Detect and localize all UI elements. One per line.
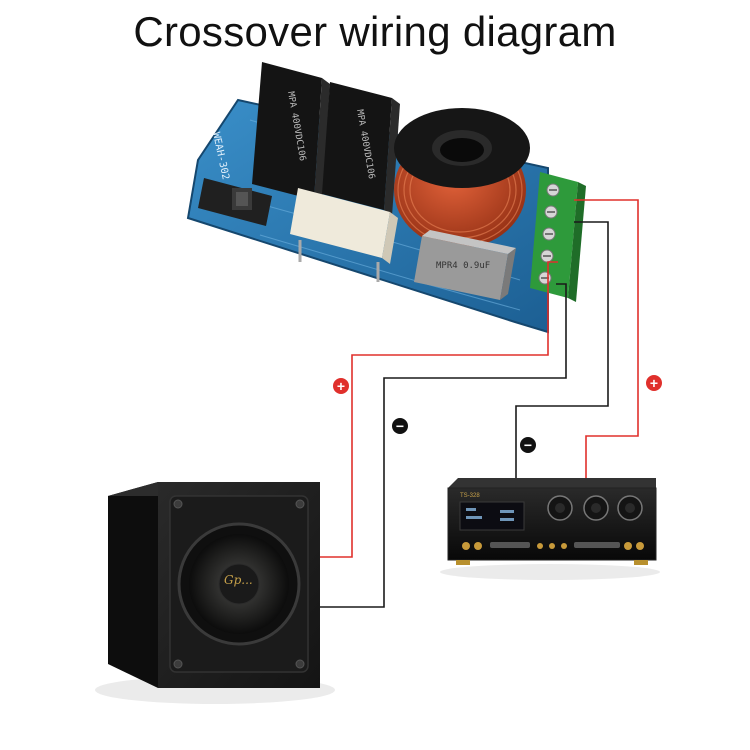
diagram-title: Crossover wiring diagram xyxy=(133,8,617,55)
speaker-screws xyxy=(173,499,305,669)
relay-right: MPA 400VDC106 xyxy=(322,82,400,216)
amp-knobs xyxy=(547,495,643,521)
speaker-negative-marker: − xyxy=(392,418,408,434)
speaker-negative-sign: − xyxy=(396,418,404,434)
crossover-board: WEAH-302 MPA 400VDC106 MPA 400VDC106 xyxy=(186,62,586,334)
amplifier: TS-328 xyxy=(440,478,660,580)
terminal-block xyxy=(530,172,586,302)
wire-amp-positive xyxy=(574,199,639,492)
amp-positive-marker: + xyxy=(646,375,662,391)
speaker-positive-marker: + xyxy=(333,378,349,394)
amp-jacks xyxy=(462,542,644,550)
speaker-positive-sign: + xyxy=(337,378,345,394)
switch-block xyxy=(198,178,272,226)
wire-amp-negative xyxy=(515,221,609,488)
capacitor-label: MPR4 0.9uF xyxy=(436,261,490,271)
amp-negative-sign: − xyxy=(524,437,532,453)
film-capacitor: MPR4 0.9uF xyxy=(414,230,516,300)
speaker-logo: Gp... xyxy=(224,573,253,587)
relay-left: MPA 400VDC106 xyxy=(252,62,330,206)
wire-speaker-positive xyxy=(238,261,558,558)
amp-positive-sign: + xyxy=(650,375,658,391)
wire-speaker-negative xyxy=(246,283,567,608)
wires xyxy=(238,199,639,608)
ceramic-resistor xyxy=(290,188,398,282)
inductor-coil xyxy=(394,108,530,248)
speaker: Gp... xyxy=(95,482,335,704)
amp-model-label: TS-328 xyxy=(460,493,480,499)
polarity-markers: + − − + xyxy=(333,375,662,453)
amp-negative-marker: − xyxy=(520,437,536,453)
